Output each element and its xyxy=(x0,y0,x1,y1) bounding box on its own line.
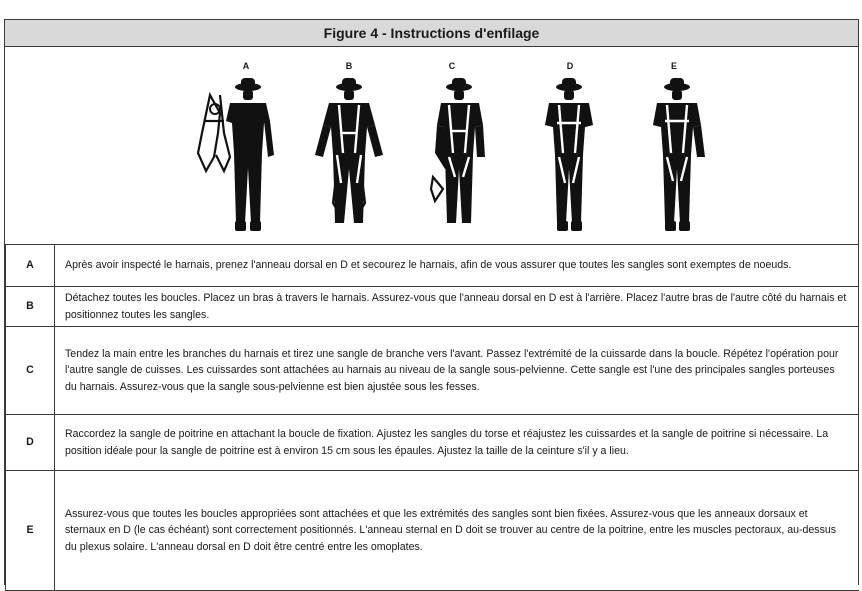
step-text: Détachez toutes les boucles. Placez un b… xyxy=(54,286,859,327)
steps-table: A Après avoir inspecté le harnais, prene… xyxy=(5,244,859,591)
step-row: B Détachez toutes les boucles. Placez un… xyxy=(5,286,859,327)
person-harness-fitted-icon xyxy=(653,78,705,231)
step-row: E Assurez-vous que toutes les boucles ap… xyxy=(5,470,859,591)
figure-title: Figure 4 - Instructions d'enfilage xyxy=(5,20,858,47)
panel-letter-c: C xyxy=(448,61,456,71)
step-text: Raccordez la sangle de poitrine en attac… xyxy=(54,414,859,471)
step-row: A Après avoir inspecté le harnais, prene… xyxy=(5,244,859,287)
panel-letter-a: A xyxy=(242,61,250,71)
step-text: Tendez la main entre les branches du har… xyxy=(54,326,859,415)
step-text: Après avoir inspecté le harnais, prenez … xyxy=(54,244,859,287)
person-holding-harness-icon xyxy=(196,78,274,231)
person-arms-through-harness-icon xyxy=(315,78,383,223)
step-text: Assurez-vous que toutes les boucles appr… xyxy=(54,470,859,591)
step-letter: A xyxy=(5,244,55,287)
step-letter: B xyxy=(5,286,55,327)
panel-letter-b: B xyxy=(345,61,353,71)
panel-letter-e: E xyxy=(670,61,677,71)
person-fastening-chest-strap-icon xyxy=(545,78,593,231)
step-row: D Raccordez la sangle de poitrine en att… xyxy=(5,414,859,471)
harness-illustration: A B xyxy=(5,47,858,245)
panel-letter-d: D xyxy=(566,61,574,71)
step-row: C Tendez la main entre les branches du h… xyxy=(5,326,859,415)
instructions-frame: Figure 4 - Instructions d'enfilage A B xyxy=(4,19,859,591)
step-letter: E xyxy=(5,470,55,591)
person-fastening-leg-straps-icon xyxy=(429,78,485,223)
step-letter: C xyxy=(5,326,55,415)
step-letter: D xyxy=(5,414,55,471)
